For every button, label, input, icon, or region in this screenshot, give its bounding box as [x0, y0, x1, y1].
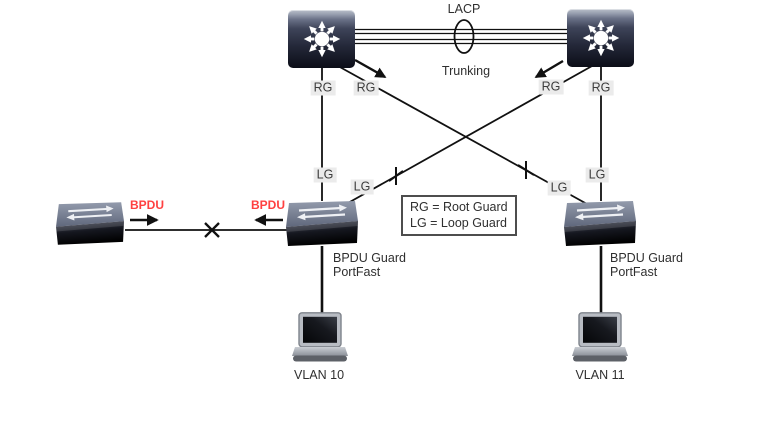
loop-guard-label-access-right-up: LG	[585, 167, 609, 183]
root-direction-arrow-left	[354, 58, 387, 79]
multilayer-switch-right-icon	[567, 9, 634, 67]
blocked-port-mark-rogue	[204, 222, 220, 238]
bpdu-guard-line: BPDU Guard	[333, 251, 406, 265]
blocked-port-mark-left	[388, 167, 404, 185]
host-laptop-right-icon	[572, 312, 628, 364]
bpdu-guard-note-left: BPDU Guard PortFast	[333, 251, 406, 279]
vlan10-label: VLAN 10	[293, 368, 345, 382]
portfast-line: PortFast	[333, 264, 381, 279]
legend-line-loop-guard: LG = Loop Guard	[410, 216, 507, 230]
root-guard-label-core-right-cross: RG	[538, 79, 564, 95]
legend-line-root-guard: RG = Root Guard	[410, 200, 508, 214]
multilayer-switch-glyph	[303, 20, 340, 58]
lacp-label: LACP	[447, 2, 481, 16]
rogue-switch-icon	[56, 200, 128, 247]
root-direction-arrow-right	[534, 59, 564, 79]
root-guard-label-core-left-down: RG	[310, 80, 336, 96]
bpdu-label-right: BPDU	[250, 198, 286, 212]
root-guard-label-core-left-cross: RG	[353, 80, 379, 96]
loop-guard-label-access-left-up: LG	[313, 167, 337, 183]
multilayer-switch-glyph	[582, 19, 619, 57]
laptop-glyph	[572, 312, 628, 362]
legend-box: RG = Root Guard LG = Loop Guard	[401, 195, 517, 236]
multilayer-switch-left-icon	[288, 10, 355, 68]
laptop-glyph	[292, 312, 348, 362]
root-guard-label-core-right-down: RG	[588, 80, 614, 96]
loop-guard-label-access-right-cross: LG	[547, 180, 571, 196]
workgroup-switch-glyph	[564, 201, 636, 246]
link-coreleft-accessright	[337, 65, 588, 205]
access-switch-right-icon	[564, 200, 636, 247]
workgroup-switch-glyph	[56, 202, 124, 245]
etherchannel-ellipse	[453, 19, 475, 54]
bpdu-guard-note-right: BPDU Guard PortFast	[610, 251, 683, 279]
loop-guard-label-access-left-cross: LG	[350, 179, 374, 195]
access-switch-left-icon	[286, 200, 358, 247]
trunking-label: Trunking	[441, 64, 491, 78]
portfast-line: PortFast	[610, 264, 658, 279]
bpdu-label-left: BPDU	[129, 198, 165, 212]
bpdu-guard-line: BPDU Guard	[610, 251, 683, 265]
trunk-links	[355, 28, 568, 45]
vlan11-label: VLAN 11	[575, 368, 625, 382]
workgroup-switch-glyph	[286, 201, 358, 246]
blocked-port-mark-right	[517, 161, 535, 179]
host-laptop-left-icon	[292, 312, 348, 364]
